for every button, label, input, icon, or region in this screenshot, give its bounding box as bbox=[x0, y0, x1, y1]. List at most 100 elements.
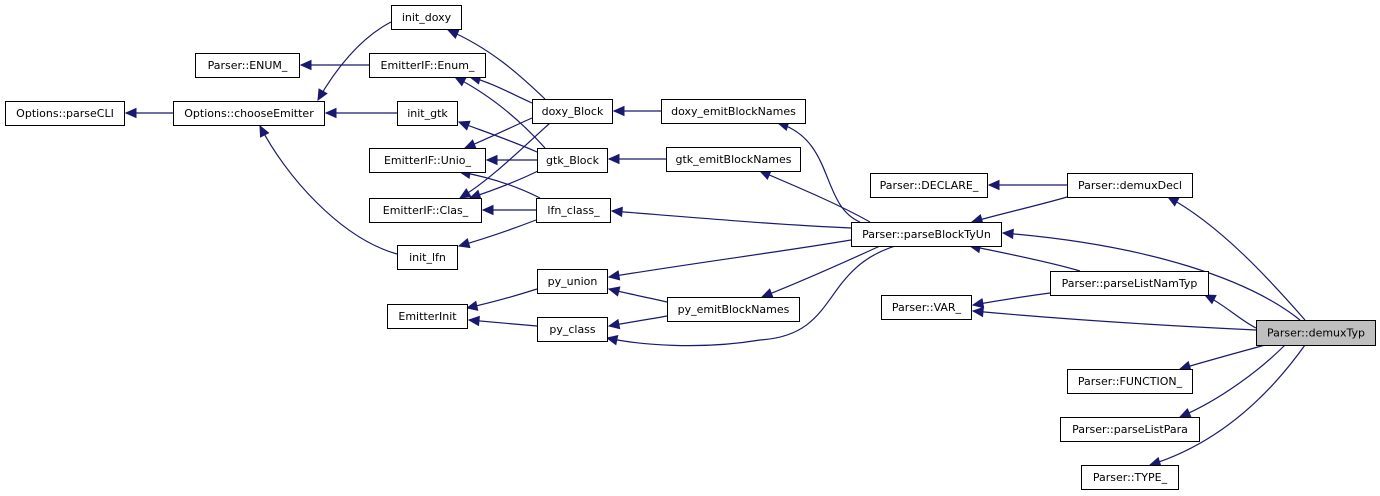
edge-arrowhead bbox=[324, 107, 337, 119]
edge-demuxTyp-to-parseListNamTyp bbox=[1203, 294, 1257, 329]
edge-demuxDecl-to-parseBlockTyUn bbox=[970, 196, 1068, 225]
node-label: init_lfn bbox=[409, 251, 446, 264]
edge-line bbox=[608, 239, 852, 278]
node-box bbox=[391, 5, 462, 30]
node-init_gtk[interactable]: init_gtk bbox=[397, 101, 458, 126]
node-label: Parser::FUNCTION_ bbox=[1078, 375, 1183, 388]
edge-arrowhead bbox=[1001, 228, 1014, 240]
edge-line bbox=[466, 288, 538, 309]
edge-arrowhead bbox=[971, 306, 984, 318]
node-box bbox=[1081, 465, 1179, 490]
node-label: py_union bbox=[548, 275, 598, 288]
node-label: EmitterIF::Unio_ bbox=[384, 154, 472, 167]
edge-lfn_class-to-UnioIF bbox=[458, 168, 541, 199]
edge-line bbox=[317, 21, 392, 101]
node-label: EmitterIF::Clas_ bbox=[383, 204, 469, 217]
node-label: Parser::ENUM_ bbox=[208, 59, 288, 72]
node-ClasIF[interactable]: EmitterIF::Clas_ bbox=[369, 198, 482, 223]
node-EmitterInit[interactable]: EmitterInit bbox=[387, 304, 468, 329]
node-demuxDecl[interactable]: Parser::demuxDecl bbox=[1067, 173, 1193, 198]
node-gtk_Block[interactable]: gtk_Block bbox=[537, 148, 608, 173]
edge-line bbox=[458, 219, 537, 247]
edge-parseBlockTyUn-to-py_class bbox=[605, 245, 896, 347]
node-label: Parser::parseBlockTyUn bbox=[862, 228, 991, 241]
node-label: py_class bbox=[549, 323, 596, 336]
node-label: init_doxy bbox=[402, 11, 452, 24]
edge-arrowhead bbox=[457, 238, 471, 249]
edge-init_doxy-to-chooseEmitter bbox=[317, 21, 392, 102]
edge-doxy_Block-to-UnioIF bbox=[463, 117, 533, 149]
edge-demuxTyp-to-demuxDecl bbox=[1166, 196, 1306, 321]
edge-gtk_emit-to-gtk_Block bbox=[607, 153, 666, 165]
node-doxy_Block[interactable]: doxy_Block bbox=[532, 99, 613, 124]
edge-py_emit-to-py_class bbox=[607, 315, 668, 330]
edge-parseBlockTyUn-to-py_union bbox=[607, 239, 852, 281]
edge-arrowhead bbox=[1203, 294, 1217, 305]
edge-py_class-to-EmitterInit bbox=[467, 315, 538, 327]
node-box bbox=[666, 147, 801, 172]
edge-line bbox=[1179, 344, 1266, 370]
node-TYPE[interactable]: Parser::TYPE_ bbox=[1081, 465, 1179, 490]
edge-arrowhead bbox=[259, 124, 270, 138]
node-box bbox=[667, 297, 800, 322]
node-box bbox=[195, 53, 300, 78]
node-gtk_emit[interactable]: gtk_emitBlockNames bbox=[666, 147, 801, 172]
edge-arrowhead bbox=[610, 206, 623, 218]
node-box bbox=[5, 101, 125, 126]
edge-chooseEmitter-to-parseCLI bbox=[124, 107, 173, 119]
edge-arrowhead bbox=[458, 188, 472, 199]
edge-parseBlockTyUn-to-py_emit bbox=[760, 245, 881, 299]
edge-line bbox=[972, 310, 1257, 331]
node-UnioIF[interactable]: EmitterIF::Unio_ bbox=[369, 148, 486, 173]
node-label: doxy_emitBlockNames bbox=[671, 105, 796, 118]
node-parseListNamTyp[interactable]: Parser::parseListNamTyp bbox=[1050, 271, 1209, 296]
edge-demuxTyp-to-parseListPara bbox=[1178, 344, 1286, 418]
node-demuxTyp[interactable]: Parser::demuxTyp bbox=[1256, 320, 1376, 346]
node-box bbox=[369, 198, 482, 223]
edge-demuxTyp-to-FUNCTION bbox=[1178, 344, 1266, 372]
node-parseCLI[interactable]: Options::parseCLI bbox=[5, 101, 125, 126]
node-ENUM[interactable]: Parser::ENUM_ bbox=[195, 53, 300, 78]
edge-line bbox=[1167, 196, 1306, 321]
node-lfn_class[interactable]: lfn_class_ bbox=[536, 198, 611, 223]
edge-arrowhead bbox=[607, 153, 620, 165]
node-init_doxy[interactable]: init_doxy bbox=[391, 5, 462, 30]
node-py_union[interactable]: py_union bbox=[537, 269, 608, 294]
edge-line bbox=[454, 76, 546, 149]
node-parseBlockTyUn[interactable]: Parser::parseBlockTyUn bbox=[851, 222, 1002, 247]
edge-arrowhead bbox=[481, 204, 494, 216]
node-py_class[interactable]: py_class bbox=[537, 317, 608, 342]
node-doxy_emit[interactable]: doxy_emitBlockNames bbox=[661, 99, 806, 124]
node-box bbox=[661, 99, 806, 124]
edge-line bbox=[761, 245, 881, 298]
edge-demuxTyp-to-VAR bbox=[971, 306, 1257, 331]
node-box bbox=[870, 173, 988, 198]
edge-line bbox=[464, 117, 533, 149]
edge-demuxTyp-to-parseBlockTyUn bbox=[1001, 228, 1301, 321]
node-DECLARE[interactable]: Parser::DECLARE_ bbox=[870, 173, 988, 198]
node-FUNCTION[interactable]: Parser::FUNCTION_ bbox=[1067, 369, 1193, 394]
node-box bbox=[537, 148, 608, 173]
edge-arrowhead bbox=[607, 318, 621, 330]
node-VAR[interactable]: Parser::VAR_ bbox=[881, 295, 972, 320]
edge-arrowhead bbox=[971, 297, 985, 309]
edge-lfn_class-to-ClasIF bbox=[481, 204, 536, 216]
node-EnumIF[interactable]: EmitterIF::Enum_ bbox=[369, 53, 486, 78]
node-init_lfn[interactable]: init_lfn bbox=[397, 245, 458, 270]
node-label: init_gtk bbox=[407, 107, 448, 120]
edge-arrowhead bbox=[446, 29, 460, 39]
node-box bbox=[1067, 173, 1193, 198]
edge-arrowhead bbox=[1178, 408, 1192, 418]
edge-arrowhead bbox=[760, 288, 774, 299]
edge-line bbox=[259, 125, 398, 255]
node-parseListPara[interactable]: Parser::parseListPara bbox=[1060, 417, 1200, 442]
edge-line bbox=[759, 170, 871, 223]
edge-gtk_Block-to-init_gtk bbox=[457, 120, 538, 153]
node-py_emit[interactable]: py_emitBlockNames bbox=[667, 297, 800, 322]
edge-arrowhead bbox=[299, 59, 312, 71]
edge-arrowhead bbox=[1166, 196, 1180, 207]
node-chooseEmitter[interactable]: Options::chooseEmitter bbox=[173, 101, 325, 126]
node-box bbox=[1050, 271, 1209, 296]
